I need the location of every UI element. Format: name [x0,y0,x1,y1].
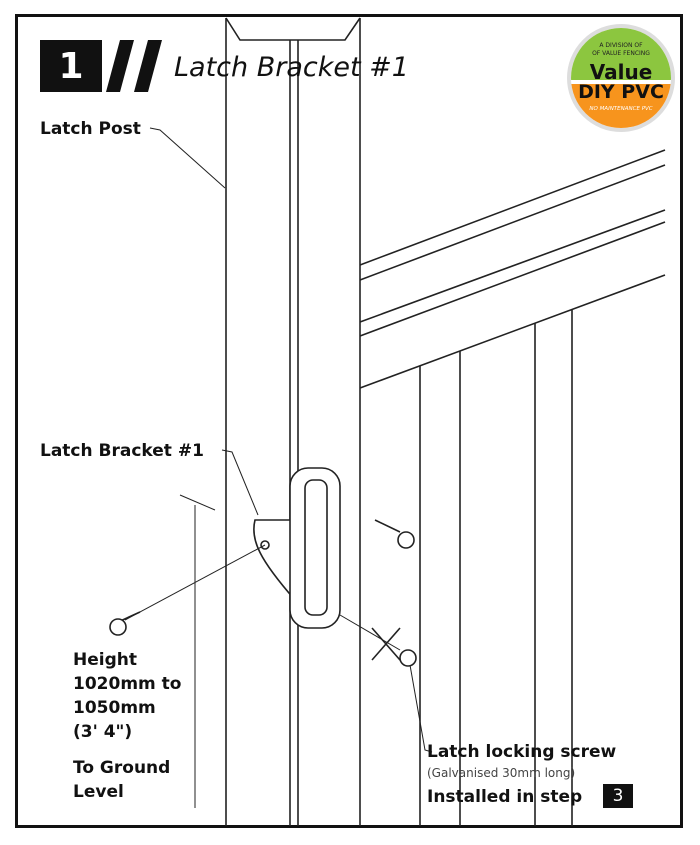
ground-label-1: To Ground [73,758,171,778]
screws-drawing [109,519,417,667]
value-diy-pvc-logo: A DIVISION OF OF VALUE FENCING Value DIY… [567,24,675,132]
latch-post-label: Latch Post [40,119,141,139]
installed-step-number-badge: 3 [603,784,633,808]
step-number-badge: 1 [40,40,102,92]
step-title: Latch Bracket #1 [174,52,409,83]
latch-post-drawing [225,17,361,826]
slash-divider-icon [106,40,162,92]
height-label-1: Height [73,650,137,670]
locking-screw-note: (Galvanised 30mm long) [427,766,576,780]
ground-label-2: Level [73,782,124,802]
installed-in-step-label: Installed in step [427,787,583,807]
height-label-2: 1020mm to [73,674,182,694]
latch-bracket-drawing [253,467,341,629]
locking-screw-label: Latch locking screw [427,742,617,762]
fence-rails-drawing [359,149,666,826]
height-label-4: (3' 4") [73,722,133,742]
height-label-3: 1050mm [73,698,156,718]
latch-bracket-label: Latch Bracket #1 [40,441,204,461]
diagram-frame [15,14,683,828]
leader-lines [124,127,433,808]
